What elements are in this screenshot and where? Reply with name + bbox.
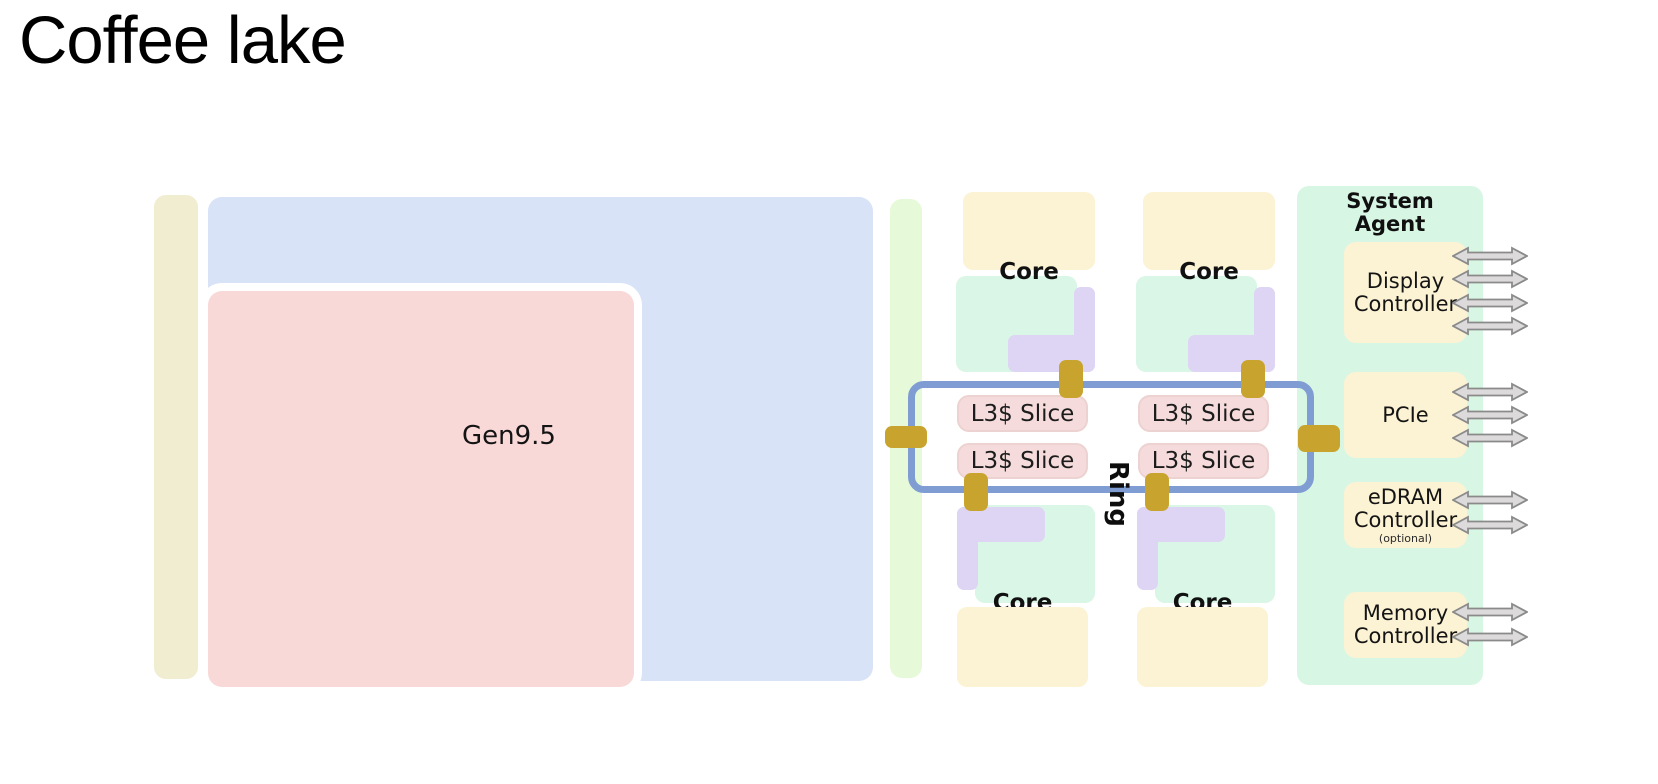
l3-slice-4: L3$ Slice bbox=[1138, 443, 1269, 479]
l3-slice-4-label: L3$ Slice bbox=[1151, 448, 1256, 474]
ring-stop-bottom-2 bbox=[1145, 473, 1169, 511]
core-bottom-1-uncore-horizontal bbox=[957, 507, 1045, 542]
gpu-label: Gen9.5 bbox=[462, 421, 556, 451]
system-agent-title-line2: Agent bbox=[1354, 212, 1426, 236]
display-io-arrow-icon bbox=[1452, 316, 1528, 336]
ring-stop-left bbox=[885, 426, 927, 448]
display-io-arrow-icon bbox=[1452, 293, 1528, 313]
ring-stop-top-2 bbox=[1241, 360, 1265, 398]
memory-controller-block: Memory Controller bbox=[1344, 592, 1467, 658]
pcie-block: PCIe bbox=[1344, 372, 1467, 458]
ring-stop-bottom-1 bbox=[964, 473, 988, 511]
page-title: Coffee lake bbox=[19, 3, 347, 78]
edram-io-arrow-icon bbox=[1452, 490, 1528, 510]
memory-controller-label-line2: Controller bbox=[1353, 624, 1458, 648]
ring-stop-right bbox=[1298, 425, 1340, 452]
core-bottom-2-cache-block bbox=[1137, 607, 1268, 687]
l3-slice-1-label: L3$ Slice bbox=[970, 400, 1075, 427]
core-bottom-1-cache-block bbox=[957, 607, 1088, 687]
display-controller-label-line2: Controller bbox=[1353, 291, 1458, 316]
display-controller-label-line1: Display bbox=[1366, 268, 1445, 293]
edram-controller-label-line2: Controller bbox=[1353, 507, 1458, 532]
pcie-label: PCIe bbox=[1382, 402, 1429, 427]
left-edge-block bbox=[154, 195, 198, 679]
pcie-io-arrow-icon bbox=[1452, 382, 1528, 402]
edram-io-arrow-icon bbox=[1452, 515, 1528, 535]
ring-label: Ring bbox=[1103, 460, 1133, 528]
edram-controller-note: (optional) bbox=[1378, 531, 1433, 545]
edram-controller-label-line1: eDRAM bbox=[1367, 484, 1444, 509]
l3-slice-3-label: L3$ Slice bbox=[1151, 400, 1256, 427]
system-agent-title: System Agent bbox=[1297, 190, 1483, 236]
ring-stop-top-1 bbox=[1059, 360, 1083, 398]
l3-slice-3: L3$ Slice bbox=[1138, 395, 1269, 432]
l3-slice-1: L3$ Slice bbox=[957, 395, 1088, 432]
display-io-arrow-icon bbox=[1452, 269, 1528, 289]
core-bottom-2-uncore-horizontal bbox=[1137, 507, 1225, 542]
memory-io-arrow-icon bbox=[1452, 627, 1528, 647]
core-top-1-cache-block bbox=[963, 192, 1095, 270]
pcie-io-arrow-icon bbox=[1452, 428, 1528, 448]
display-controller-block: Display Controller bbox=[1344, 242, 1467, 343]
l3-slice-2-label: L3$ Slice bbox=[970, 448, 1075, 474]
memory-controller-label-line1: Memory bbox=[1362, 601, 1449, 625]
core-top-1-label: Core bbox=[999, 259, 1059, 285]
core-top-2-label: Core bbox=[1179, 259, 1239, 285]
memory-io-arrow-icon bbox=[1452, 602, 1528, 622]
pcie-io-arrow-icon bbox=[1452, 405, 1528, 425]
gpu-block bbox=[208, 291, 634, 687]
edram-controller-block: eDRAM Controller (optional) bbox=[1344, 482, 1467, 548]
display-io-arrow-icon bbox=[1452, 246, 1528, 266]
system-agent-title-line1: System bbox=[1346, 189, 1434, 213]
core-top-2-cache-block bbox=[1143, 192, 1275, 270]
